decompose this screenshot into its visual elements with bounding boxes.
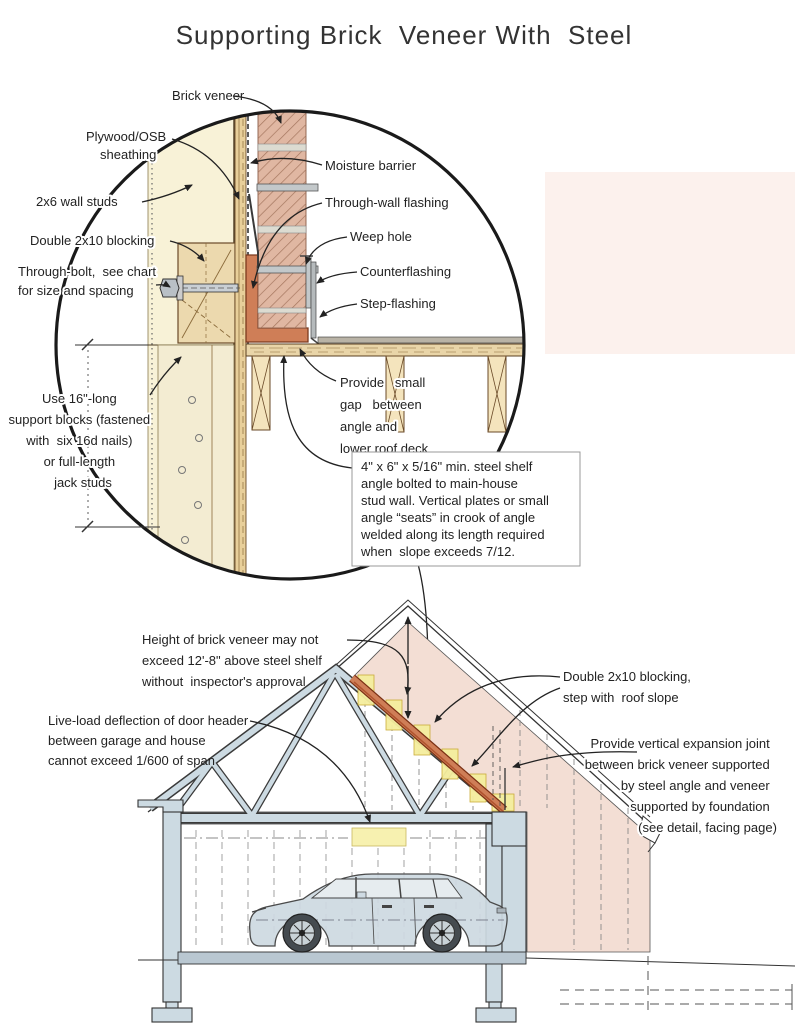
label-through-wall-flashing: Through-wall flashing: [325, 195, 449, 210]
detail-circle-outline: [54, 109, 526, 581]
label-step-flashing: Step-flashing: [360, 296, 436, 311]
label-step-blocking: Double 2x10 blocking, step with roof slo…: [561, 667, 693, 707]
roof-rafters: [251, 355, 507, 433]
garage-truss: [147, 663, 522, 824]
page-title: Supporting Brick Veneer With Steel: [176, 20, 633, 50]
dimension-marks: [75, 338, 160, 533]
roof-steel-angle: [349, 674, 507, 815]
house-section: [137, 599, 796, 1023]
double-2x10-blocking: [177, 242, 236, 344]
label-moisture-barrier: Moisture barrier: [325, 158, 417, 173]
car-mirror: [356, 891, 367, 899]
label-weep-hole: Weep hole: [350, 229, 412, 244]
label-through-bolt: Through-bolt, see chart for size and spa…: [0, 0, 181, 298]
detail-labels: Brick veneer Plywood/OSB sheathing 2x6 w…: [0, 0, 454, 492]
plywood-sheathing: [234, 111, 247, 579]
label-shelf-angle-note: 4" x 6" x 5/16" min. steel shelf angle b…: [0, 0, 574, 559]
label-expansion-joint: Provide vertical expansion joint between…: [583, 734, 779, 837]
label-brick-veneer: Brick veneer: [172, 88, 245, 103]
support-block-panel: [157, 344, 235, 579]
house-labels: Height of brick veneer may not exceed 12…: [0, 0, 779, 837]
through-wall-flashing-line: [248, 193, 259, 268]
door-header: [351, 827, 407, 847]
label-veneer-height: Height of brick veneer may not exceed 12…: [0, 0, 347, 689]
car-rear-wheel: [422, 913, 462, 953]
label-counterflashing: Counterflashing: [360, 264, 451, 279]
car: [248, 873, 508, 953]
brick-veneer-column: [256, 111, 319, 329]
foundation-dashed-lines: [560, 956, 793, 1010]
through-wall-flashing-joints: [256, 183, 319, 274]
label-blocking: Double 2x10 blocking: [30, 233, 154, 248]
faint-pink-region: [545, 172, 795, 354]
label-plywood-osb: Plywood/OSB sheathing: [0, 0, 192, 162]
expansion-joint-line: [492, 726, 506, 810]
garage-slab: [177, 951, 527, 965]
label-wall-studs: 2x6 wall studs: [36, 194, 118, 209]
car-door-handle: [382, 905, 392, 908]
shelf-angle-note-box: 4" x 6" x 5/16" min. steel shelf angle b…: [0, 0, 581, 713]
car-taillight: [496, 907, 507, 914]
label-door-header: Live-load deflection of door header betw…: [0, 0, 274, 768]
car-door-handle: [424, 905, 434, 908]
car-windows: [310, 878, 463, 899]
grade-line: [525, 957, 796, 967]
label-support-blocks: Use 16"-long support blocks (fastened wi…: [0, 0, 175, 490]
car-front-wheel: [282, 913, 322, 953]
